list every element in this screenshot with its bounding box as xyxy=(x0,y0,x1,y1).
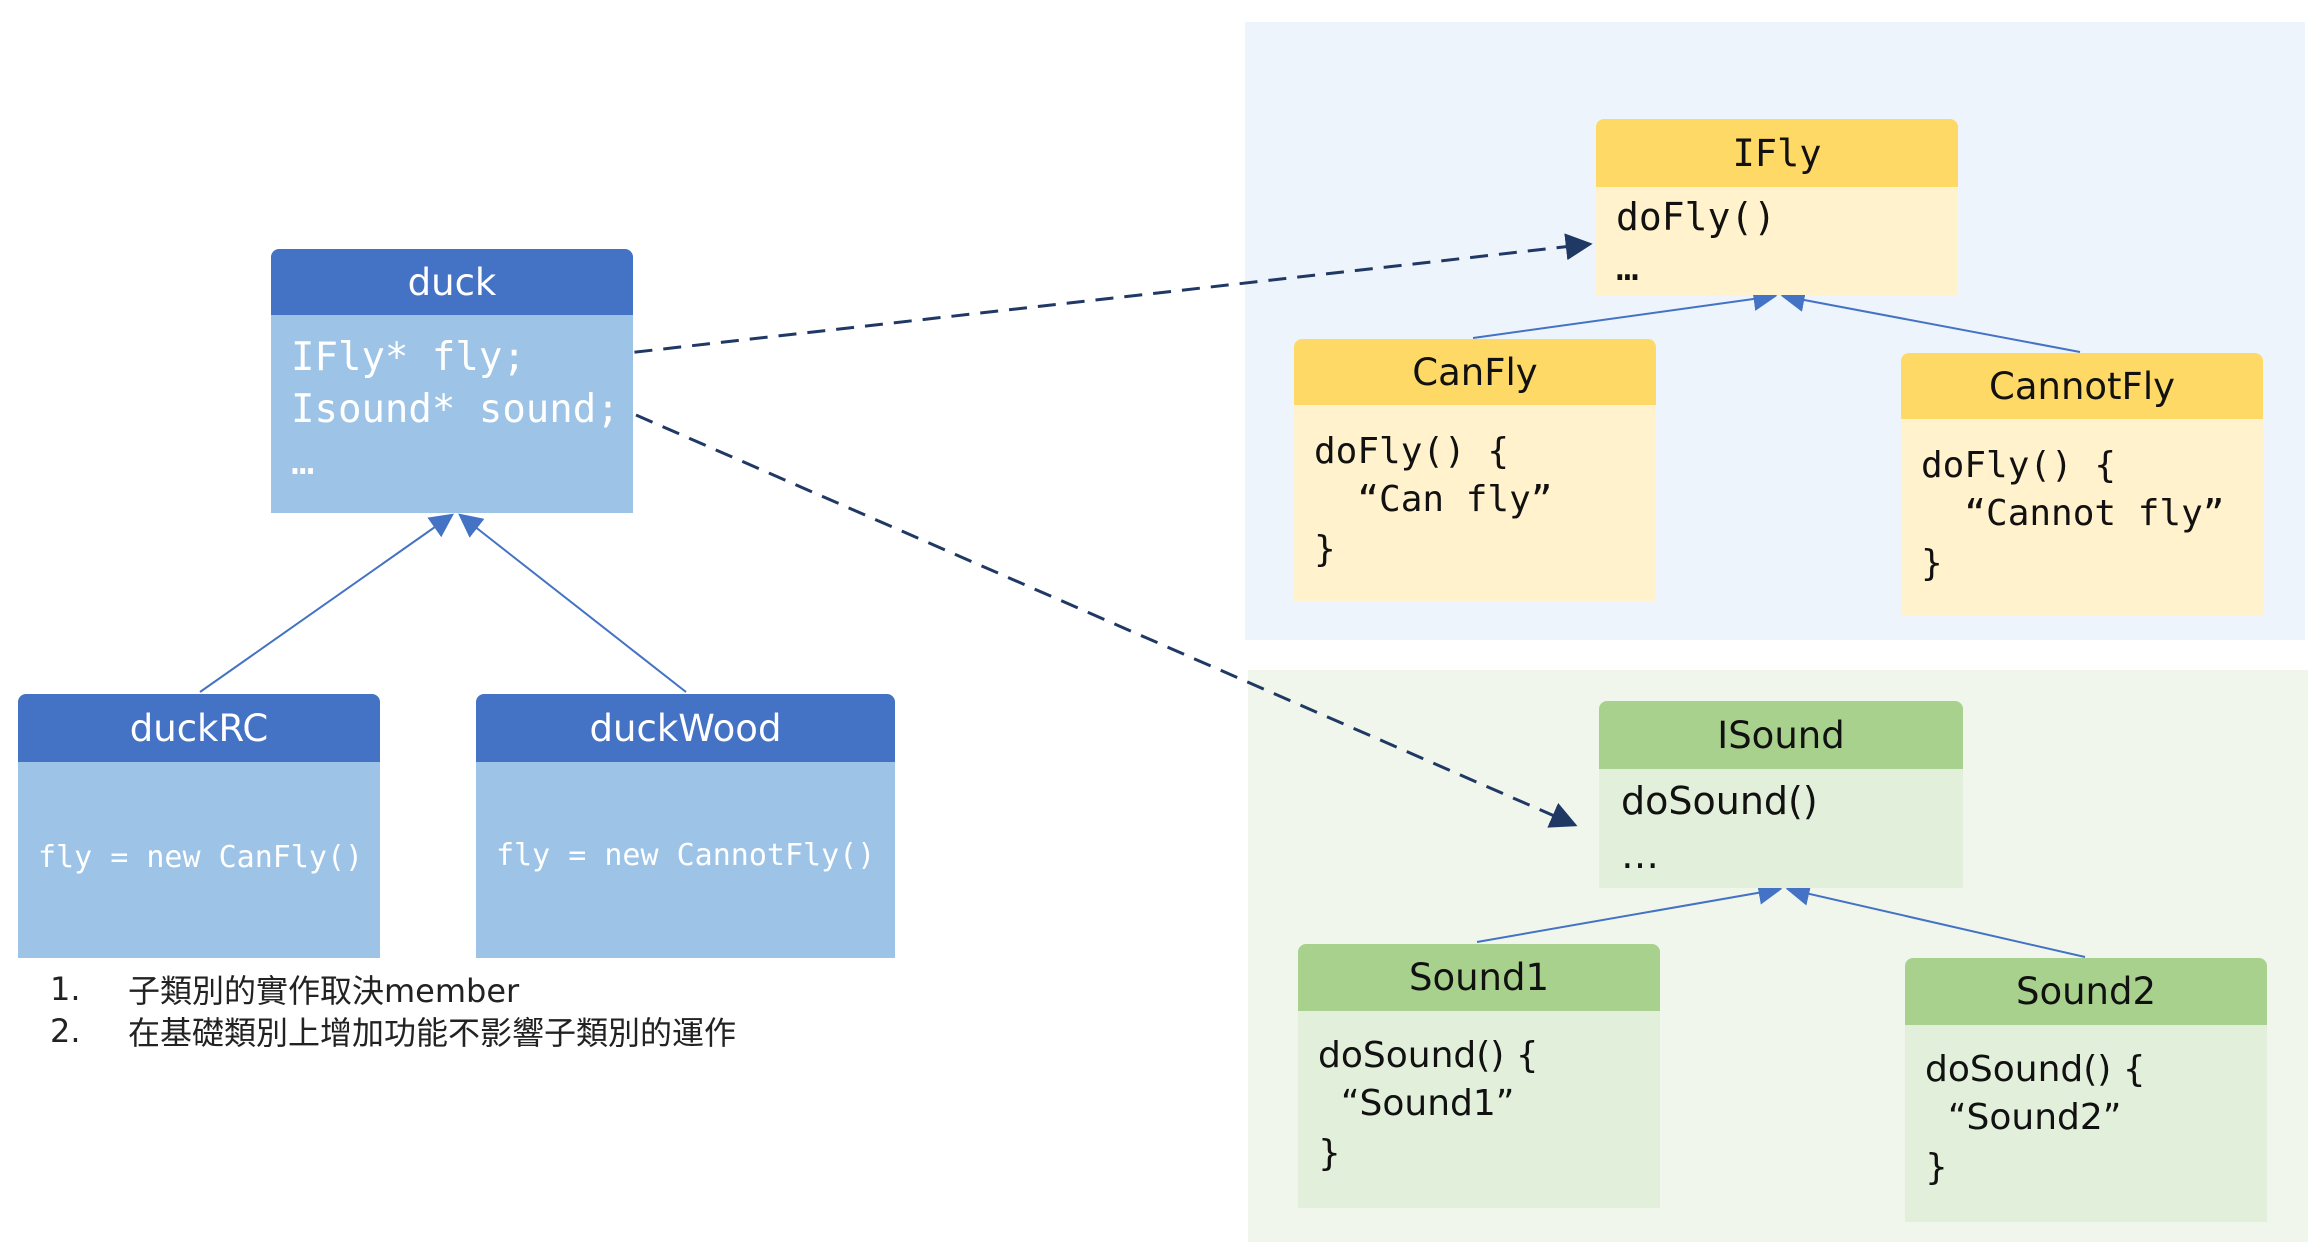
interface-isound-body: doSound() … xyxy=(1599,769,1963,888)
method-line: “Can fly” xyxy=(1314,479,1553,520)
method-line: “Sound1” xyxy=(1318,1083,1515,1124)
class-cannotfly-body: doFly() { “Cannot fly” } xyxy=(1901,419,2263,615)
class-duckWood-body: fly = new CannotFly() xyxy=(476,762,895,958)
note-text: 在基礎類別上增加功能不影響子類別的運作 xyxy=(128,1014,737,1052)
class-canfly-title: CanFly xyxy=(1294,339,1656,405)
interface-ifly-title: IFly xyxy=(1596,119,1958,187)
method-line: … xyxy=(1616,245,1639,289)
note-item: 1. 子類別的實作取決member xyxy=(50,968,736,1010)
method-line: … xyxy=(1621,833,1659,877)
interface-ifly-body: doFly() … xyxy=(1596,187,1958,295)
member-line: fly = new CanFly() xyxy=(38,840,364,875)
class-duck[interactable]: duck IFly* fly; Isound* sound; … xyxy=(271,249,633,513)
inheritance-sound-subclasses xyxy=(1476,880,2086,958)
class-duck-body: IFly* fly; Isound* sound; … xyxy=(271,315,633,513)
class-duckRC-body: fly = new CanFly() xyxy=(18,762,380,958)
member-line: Isound* sound; xyxy=(291,387,620,432)
note-item: 2. 在基礎類別上增加功能不影響子類別的運作 xyxy=(50,1010,736,1052)
interface-ifly[interactable]: IFly doFly() … xyxy=(1596,119,1958,295)
class-sound1[interactable]: Sound1 doSound() { “Sound1” } xyxy=(1298,944,1660,1208)
interface-isound[interactable]: ISound doSound() … xyxy=(1599,701,1963,888)
class-sound2[interactable]: Sound2 doSound() { “Sound2” } xyxy=(1905,958,2267,1222)
class-duckRC-title: duckRC xyxy=(18,694,380,762)
member-line: … xyxy=(291,439,315,484)
method-line: } xyxy=(1925,1147,1948,1188)
method-line: doFly() { xyxy=(1314,431,1510,472)
class-canfly[interactable]: CanFly doFly() { “Can fly” } xyxy=(1294,339,1656,601)
class-cannotfly-title: CannotFly xyxy=(1901,353,2263,419)
member-line: fly = new CannotFly() xyxy=(496,838,876,873)
method-line: doSound() { xyxy=(1925,1049,2146,1090)
class-sound1-title: Sound1 xyxy=(1298,944,1660,1011)
interface-isound-title: ISound xyxy=(1599,701,1963,769)
notes-list: 1. 子類別的實作取決member 2. 在基礎類別上增加功能不影響子類別的運作 xyxy=(50,968,736,1052)
method-line: “Sound2” xyxy=(1925,1097,2122,1138)
association-dashed-arrows xyxy=(547,233,1593,828)
method-line: doSound() { xyxy=(1318,1035,1539,1076)
class-cannotfly[interactable]: CannotFly doFly() { “Cannot fly” } xyxy=(1901,353,2263,615)
class-duckWood-title: duckWood xyxy=(476,694,895,762)
method-line: doFly() xyxy=(1616,195,1777,239)
class-canfly-body: doFly() { “Can fly” } xyxy=(1294,405,1656,601)
member-line: IFly* fly; xyxy=(291,335,526,380)
class-duckRC[interactable]: duckRC fly = new CanFly() xyxy=(18,694,380,958)
method-line: doFly() { xyxy=(1921,445,2117,486)
class-sound1-body: doSound() { “Sound1” } xyxy=(1298,1011,1660,1208)
class-sound2-title: Sound2 xyxy=(1905,958,2267,1025)
method-line: } xyxy=(1314,529,1336,570)
note-number: 1. xyxy=(50,970,81,1008)
method-line: doSound() xyxy=(1621,779,1818,823)
method-line: “Cannot fly” xyxy=(1921,493,2225,534)
inheritance-fly-subclasses xyxy=(1472,287,2081,353)
class-duck-title: duck xyxy=(271,249,633,315)
class-sound2-body: doSound() { “Sound2” } xyxy=(1905,1025,2267,1222)
class-duckWood[interactable]: duckWood fly = new CannotFly() xyxy=(476,694,895,958)
note-text: 子類別的實作取決member xyxy=(128,972,520,1010)
note-number: 2. xyxy=(50,1012,81,1050)
method-line: } xyxy=(1318,1133,1341,1174)
inheritance-duck-subclasses xyxy=(199,513,687,693)
method-line: } xyxy=(1921,543,1943,584)
